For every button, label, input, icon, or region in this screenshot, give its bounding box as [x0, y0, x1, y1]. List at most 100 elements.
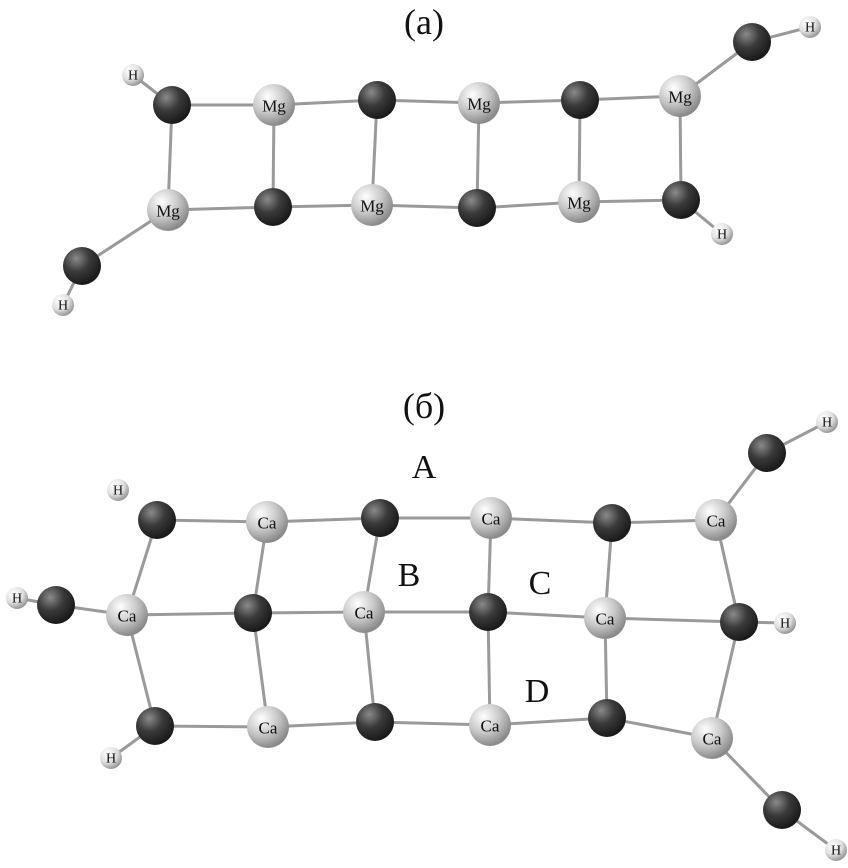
metal-atom: Mg [458, 82, 500, 124]
hydrogen-atom-sphere [774, 612, 796, 634]
metal-atom: Ca [469, 704, 511, 746]
metal-atom-label: Mg [567, 194, 591, 213]
oxygen-atom-sphere [458, 189, 496, 227]
oxygen-atom-sphere [561, 81, 599, 119]
metal-atom-label: Mg [262, 97, 286, 116]
metal-atom: Ca [691, 717, 733, 759]
oxygen-atom-sphere [662, 181, 700, 219]
metal-atom: Mg [659, 75, 701, 117]
site-label-b: B [398, 557, 421, 594]
metal-atom-sphere [584, 597, 626, 639]
oxygen-atom-sphere [138, 501, 176, 539]
oxygen-atom [733, 23, 771, 61]
metal-atom-sphere [458, 82, 500, 124]
oxygen-atom-sphere [136, 707, 174, 745]
bond [126, 611, 254, 617]
hydrogen-atom-sphere [100, 747, 122, 769]
panel-a-label: (a) [404, 2, 444, 42]
oxygen-atom-sphere [733, 23, 771, 61]
oxygen-atom [469, 593, 507, 631]
oxygen-atom-sphere [234, 594, 272, 632]
oxygen-atom-sphere [254, 188, 292, 226]
metal-atom-sphere [246, 501, 288, 543]
metal-atom-sphere [343, 591, 385, 633]
metal-atom-sphere [470, 497, 512, 539]
metal-atom: Ca [470, 497, 512, 539]
metal-atom: Mg [558, 181, 600, 223]
metal-atom-label: Mg [467, 95, 491, 114]
hydrogen-atom: H [774, 612, 796, 634]
oxygen-atom [458, 189, 496, 227]
metal-atom: Ca [246, 501, 288, 543]
oxygen-atom [356, 703, 394, 741]
metal-atom-label: Ca [481, 717, 500, 736]
metal-atom-label: Ca [703, 730, 722, 749]
oxygen-atom-sphere [37, 586, 75, 624]
oxygen-atom [763, 791, 801, 829]
metal-atom: Ca [343, 591, 385, 633]
hydrogen-atom-label: H [12, 592, 22, 607]
metal-atom-label: Ca [258, 514, 277, 533]
site-label-d: D [525, 673, 550, 710]
hydrogen-atom-label: H [106, 752, 116, 767]
oxygen-atom-sphere [593, 504, 631, 542]
hydrogen-atom: H [799, 16, 821, 38]
metal-atom-sphere [253, 84, 295, 126]
oxygen-atom-sphere [720, 603, 758, 641]
metal-atom-label: Ca [707, 512, 726, 531]
hydrogen-atom: H [107, 479, 129, 501]
oxygen-atom [153, 86, 191, 124]
hydrogen-atom-label: H [128, 69, 138, 84]
oxygen-atom [63, 247, 101, 285]
metal-atom-sphere [695, 499, 737, 541]
metal-atom-label: Mg [360, 197, 384, 216]
metal-atom-label: Ca [482, 510, 501, 529]
hydrogen-atom-sphere [52, 294, 74, 316]
oxygen-atom-sphere [358, 81, 396, 119]
bond [604, 616, 740, 624]
hydrogen-atom-label: H [780, 617, 790, 632]
hydrogen-atom-sphere [825, 839, 847, 861]
hydrogen-atom-sphere [6, 587, 28, 609]
panel-b-label: (б) [403, 386, 445, 426]
oxygen-atom [234, 594, 272, 632]
oxygen-atom [561, 81, 599, 119]
oxygen-atom [588, 699, 626, 737]
metal-atom-sphere [691, 717, 733, 759]
metal-atom-sphere [659, 75, 701, 117]
oxygen-atom-sphere [361, 499, 399, 537]
metal-atom-label: Mg [668, 88, 692, 107]
oxygen-atom [748, 434, 786, 472]
oxygen-atom [720, 603, 758, 641]
oxygen-atom [361, 499, 399, 537]
metal-atom-label: Ca [355, 604, 374, 623]
hydrogen-atom-sphere [122, 64, 144, 86]
hydrogen-atom-sphere [711, 223, 733, 245]
metal-atom-sphere [106, 594, 148, 636]
hydrogen-atom: H [122, 64, 144, 86]
metal-atom: Ca [695, 499, 737, 541]
oxygen-atom-sphere [588, 699, 626, 737]
metal-atom-sphere [147, 189, 189, 231]
hydrogen-atom-label: H [831, 844, 841, 859]
metal-atom-sphere [247, 706, 289, 748]
oxygen-atom [662, 181, 700, 219]
oxygen-atom-sphere [153, 86, 191, 124]
oxygen-atom [254, 188, 292, 226]
metal-atom-label: Ca [596, 610, 615, 629]
hydrogen-atom-sphere [107, 479, 129, 501]
metal-atom-label: Ca [118, 607, 137, 626]
metal-atom-label: Mg [156, 202, 180, 221]
metal-atom: Mg [253, 84, 295, 126]
hydrogen-atom-label: H [717, 228, 727, 243]
metal-atom: Ca [584, 597, 626, 639]
metal-atom: Mg [147, 189, 189, 231]
site-label-c: C [529, 565, 552, 602]
hydrogen-atom: H [711, 223, 733, 245]
hydrogen-atom-label: H [805, 21, 815, 36]
oxygen-atom [358, 81, 396, 119]
oxygen-atom-sphere [63, 247, 101, 285]
metal-atom: Ca [106, 594, 148, 636]
